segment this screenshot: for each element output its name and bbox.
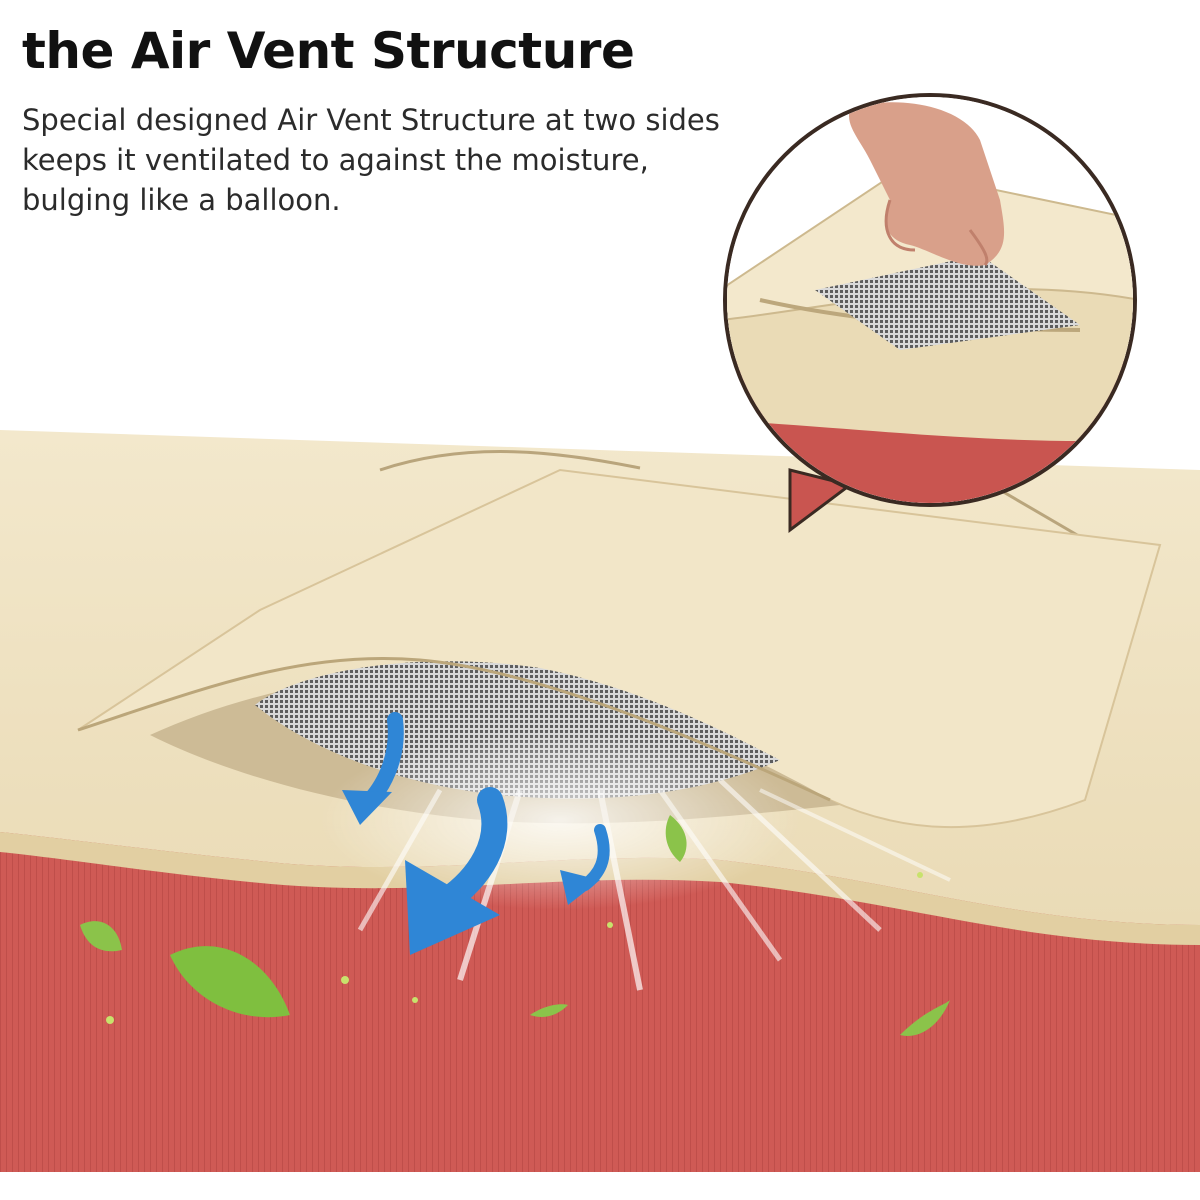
- airflow-arrows: [342, 712, 610, 955]
- description-line: bulging like a balloon.: [22, 183, 341, 217]
- leaves: [80, 815, 950, 1036]
- airflow-arrow-icon: [560, 824, 610, 905]
- leaf-icon: [80, 921, 122, 952]
- zoom-callout: [723, 93, 1137, 533]
- page-title: the Air Vent Structure: [22, 22, 635, 80]
- description-line: Special designed Air Vent Structure at t…: [22, 103, 720, 137]
- airflow-arrow-icon: [342, 712, 404, 825]
- feature-description: Special designed Air Vent Structure at t…: [22, 100, 782, 220]
- description-line: keeps it ventilated to against the moist…: [22, 143, 649, 177]
- mesh-vent: [815, 255, 1080, 350]
- airflow-arrow-icon: [405, 787, 508, 955]
- hand: [849, 102, 1005, 267]
- leaf-icon: [530, 1004, 568, 1017]
- leaf-icon: [170, 946, 290, 1018]
- leaf-icon: [900, 1000, 950, 1036]
- leaf-icon: [665, 815, 687, 862]
- airflow-streaks: [320, 730, 951, 991]
